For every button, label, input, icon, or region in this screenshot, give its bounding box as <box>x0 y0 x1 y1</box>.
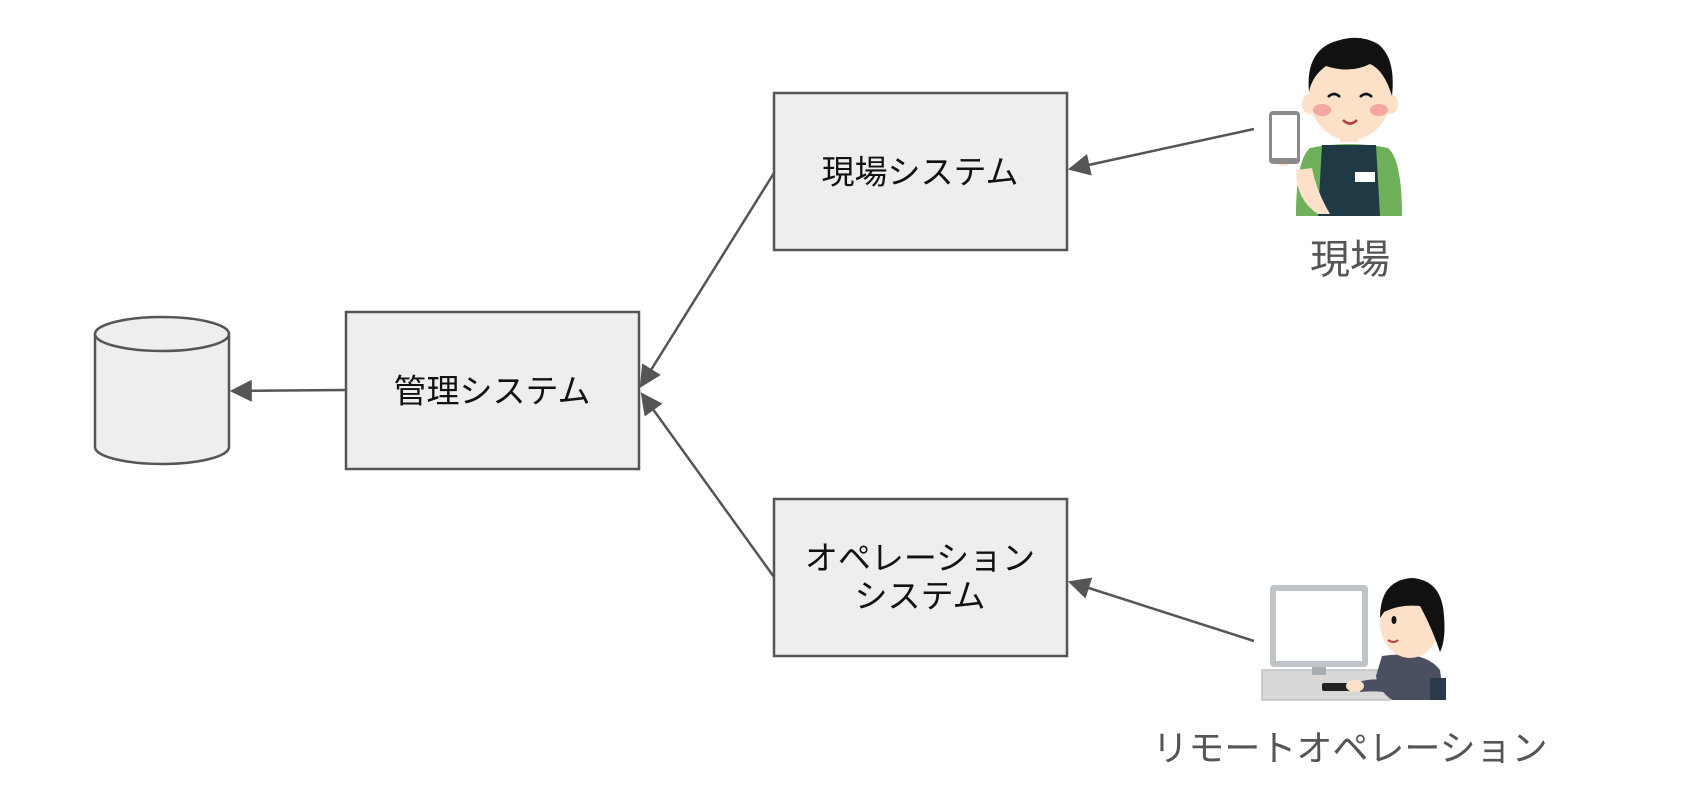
field-system-node: 現場システム <box>772 91 1069 252</box>
operation-system-label-line1: オペレーション <box>805 539 1035 578</box>
operator-at-computer-icon <box>1261 578 1446 701</box>
management-system-node: 管理システム <box>344 310 641 471</box>
field-worker-label: 現場 <box>1310 237 1390 283</box>
arrow-management-to-database <box>229 379 347 402</box>
arrow-operator-to-operation <box>1067 577 1255 643</box>
field-system-label: 現場システム <box>821 153 1018 192</box>
management-system-label: 管理システム <box>393 372 590 411</box>
remote-operator-label: リモートオペレーション <box>1152 729 1547 770</box>
operation-system-label-line2: システム <box>854 577 985 616</box>
arrow-operation-to-management <box>640 392 776 578</box>
worker-with-smartphone-icon <box>1269 37 1402 216</box>
operation-system-node: オペレーション システム <box>772 497 1069 658</box>
database-cylinder-icon <box>93 315 231 466</box>
arrow-worker-to-field <box>1067 127 1255 176</box>
arrow-field-to-management <box>639 172 776 388</box>
